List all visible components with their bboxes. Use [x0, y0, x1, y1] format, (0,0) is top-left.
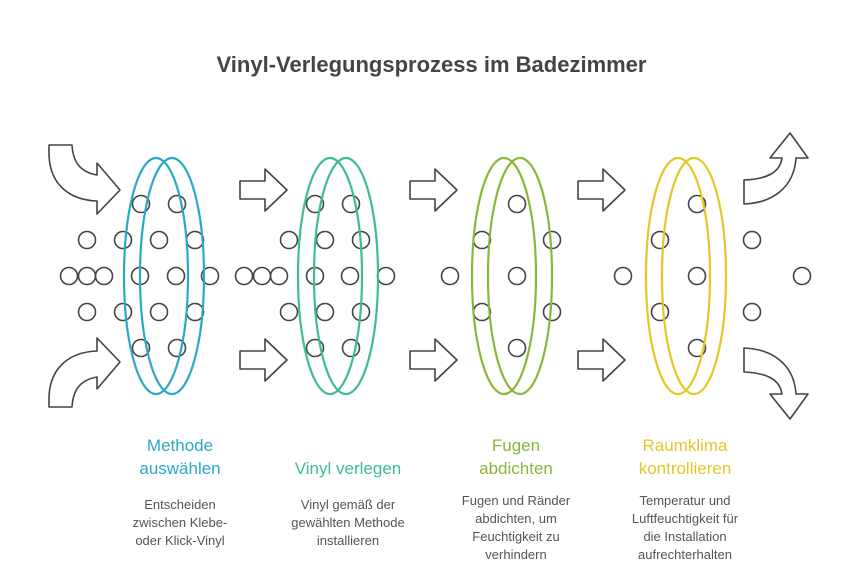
flow-dot	[131, 338, 151, 358]
step-1-desc-line-1: Entscheiden	[144, 497, 216, 512]
page-title: Vinyl-Verlegungsprozess im Badezimmer	[216, 52, 647, 77]
step-3-desc-line-1: Fugen und Ränder	[461, 493, 571, 508]
step-3-ring-back	[470, 156, 538, 396]
step-1-ring-back	[122, 156, 190, 396]
right-arrow-icon	[409, 338, 458, 382]
flow-dot	[376, 266, 396, 286]
flow-dot	[687, 194, 707, 214]
flow-dot	[77, 302, 97, 322]
flow-dot	[149, 302, 169, 322]
step-1-title-line-2: auswählen	[139, 459, 221, 478]
step-3-title: Fugen abdichten	[431, 434, 601, 480]
flow-dot	[167, 194, 187, 214]
flow-dot	[340, 266, 360, 286]
step-4-desc-line-4: aufrechterhalten	[638, 547, 732, 562]
step-2-description: Vinyl gemäß der gewählten Methode instal…	[263, 496, 433, 550]
flow-dot	[687, 338, 707, 358]
flow-dot	[200, 266, 220, 286]
step-1-description: Entscheiden zwischen Klebe- oder Klick-V…	[95, 496, 265, 550]
flow-dot	[613, 266, 633, 286]
flow-dot	[341, 338, 361, 358]
step-3-title-line-1: Fugen	[491, 436, 541, 455]
flow-dot	[131, 194, 151, 214]
step-2-desc-line-2: gewählten Methode	[291, 515, 405, 530]
flow-dot	[252, 266, 272, 286]
curved-arrow-out-top-icon	[743, 132, 809, 205]
curved-arrow-in-top-icon	[48, 144, 121, 215]
flow-dot	[507, 266, 527, 286]
flow-dot	[166, 266, 186, 286]
flow-dot	[742, 302, 762, 322]
step-3-ring-front	[486, 156, 554, 396]
right-arrow-icon	[577, 338, 626, 382]
step-1-title: Methode auswählen	[95, 434, 265, 480]
step-2-title: Vinyl verlegen	[263, 457, 433, 480]
step-3-description: Fugen und Ränder abdichten, um Feuchtigk…	[431, 492, 601, 564]
step-1-ring-front	[138, 156, 206, 396]
right-arrow-icon	[577, 168, 626, 212]
flow-dot	[77, 230, 97, 250]
step-3-desc-line-4: verhindern	[485, 547, 547, 562]
flow-dot	[167, 338, 187, 358]
flow-dot	[687, 266, 707, 286]
flow-dot	[94, 266, 114, 286]
flow-dot	[742, 230, 762, 250]
flow-dot	[507, 338, 527, 358]
flow-dot	[305, 338, 325, 358]
step-4-description: Temperatur und Luftfeuchtigkeit für die …	[600, 492, 770, 564]
step-2-desc-line-3: installieren	[316, 533, 380, 548]
step-3-title-line-2: abdichten	[479, 459, 553, 478]
step-2-ring-back	[296, 156, 364, 396]
flow-dot	[315, 302, 335, 322]
right-arrow-icon	[409, 168, 458, 212]
flow-dot	[113, 302, 133, 322]
flow-dot	[279, 302, 299, 322]
flow-dot	[279, 230, 299, 250]
step-4-desc-line-1: Temperatur und	[639, 493, 731, 508]
step-4-ring-back	[644, 156, 712, 396]
step-4-title-line-2: kontrollieren	[638, 459, 732, 478]
curved-arrow-out-bottom-icon	[743, 347, 809, 420]
curved-arrow-in-bottom-icon	[48, 337, 121, 408]
step-1-title-line-1: Methode	[146, 436, 214, 455]
step-3-desc-line-3: Feuchtigkeit zu	[472, 529, 560, 544]
flow-dot	[315, 230, 335, 250]
right-arrow-icon	[239, 338, 288, 382]
flow-dot	[650, 302, 670, 322]
flow-dot	[77, 266, 97, 286]
step-2-ring-front	[312, 156, 380, 396]
step-4-desc-line-2: Luftfeuchtigkeit für	[631, 511, 739, 526]
step-4-ring-front	[660, 156, 728, 396]
right-arrow-icon	[239, 168, 288, 212]
flow-dot	[149, 230, 169, 250]
step-4-desc-line-3: die Installation	[643, 529, 727, 544]
step-2-desc-line-1: Vinyl gemäß der	[300, 497, 396, 512]
step-1-desc-line-2: zwischen Klebe-	[132, 515, 228, 530]
step-4-title: Raumklima kontrollieren	[600, 434, 770, 480]
flow-dot	[59, 266, 79, 286]
flow-dot	[507, 194, 527, 214]
flow-dot	[234, 266, 254, 286]
flow-dot	[341, 194, 361, 214]
step-1-desc-line-3: oder Klick-Vinyl	[135, 533, 225, 548]
step-4-title-line-1: Raumklima	[642, 436, 728, 455]
flow-dot	[440, 266, 460, 286]
flow-dot	[650, 230, 670, 250]
flow-dot	[792, 266, 812, 286]
flow-dot	[305, 194, 325, 214]
flow-dot	[269, 266, 289, 286]
step-2-title-line-1: Vinyl verlegen	[294, 459, 402, 478]
step-3-desc-line-2: abdichten, um	[475, 511, 557, 526]
flow-dot	[113, 230, 133, 250]
